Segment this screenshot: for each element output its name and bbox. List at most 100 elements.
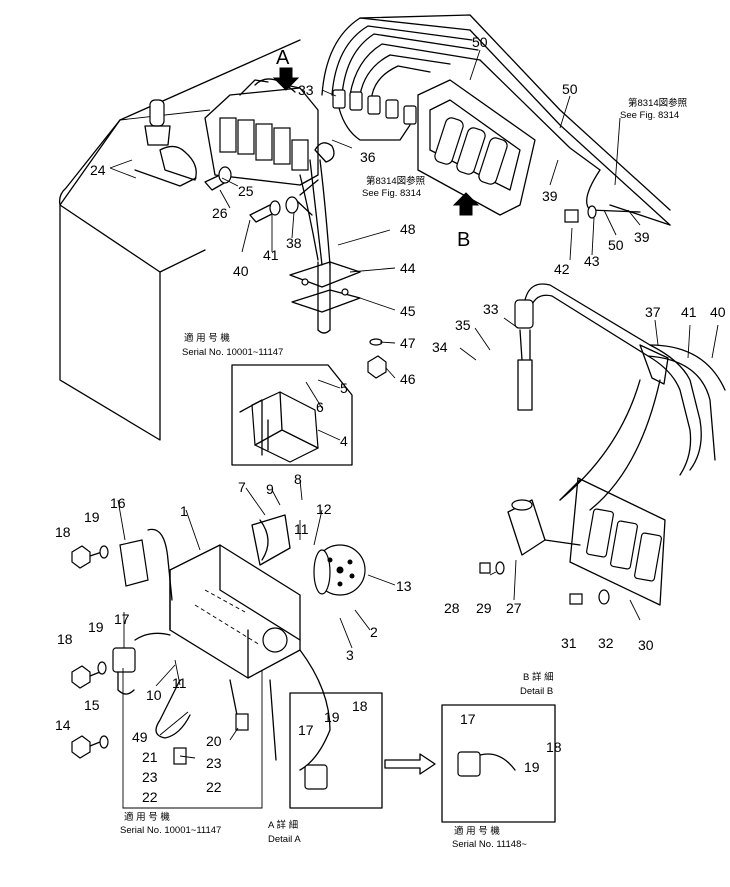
part-label: 8 xyxy=(294,471,302,487)
notes-text: 第8314図参照 See Fig. 8314 第8314図参照 See Fig.… xyxy=(120,97,688,850)
part-label: 32 xyxy=(598,635,614,651)
part-label: 50 xyxy=(608,237,624,253)
part-label: 47 xyxy=(400,335,416,351)
detail-a-en: Detail A xyxy=(268,834,301,845)
lamp-24 xyxy=(134,99,197,187)
part-label: 19 xyxy=(88,619,104,635)
part-label: 5 xyxy=(340,380,348,396)
part-label: 14 xyxy=(55,717,71,733)
detail-b-jp: B 詳 細 xyxy=(523,671,554,683)
part-label: 19 xyxy=(524,759,540,775)
detail-b-box xyxy=(441,704,556,823)
part-label: 22 xyxy=(142,789,158,805)
part-label: 40 xyxy=(233,263,249,279)
part-label: 42 xyxy=(554,261,570,277)
part-label: 18 xyxy=(57,631,73,647)
see-fig-right-jp: 第8314図参照 xyxy=(628,97,688,109)
part-label: 38 xyxy=(286,235,302,251)
bolts-right xyxy=(479,205,610,605)
part-label: 43 xyxy=(584,253,600,269)
bolts-left-side xyxy=(71,545,109,759)
part-label: 33 xyxy=(298,82,314,98)
part-label: 24 xyxy=(90,162,106,178)
part-label: 16 xyxy=(110,495,126,511)
fuse-panel-detail-b xyxy=(507,477,666,606)
part-label: 18 xyxy=(55,524,71,540)
detail-a-box xyxy=(122,668,383,809)
serial-b-jp: 適 用 号 機 xyxy=(454,825,500,837)
part-label: 17 xyxy=(298,722,314,738)
part-label: 11 xyxy=(294,521,309,537)
part-label: 46 xyxy=(400,371,416,387)
part-label: 11 xyxy=(172,675,187,691)
part-label: 49 xyxy=(132,729,148,745)
part-label: 19 xyxy=(84,509,100,525)
part-label: 17 xyxy=(460,711,476,727)
wire-harness-top xyxy=(299,14,671,266)
see-fig-left-jp: 第8314図参照 xyxy=(366,175,426,187)
part-label: 2 xyxy=(370,624,378,640)
serial-a-en: Serial No. 10001~11147 xyxy=(120,825,221,836)
part-label: 41 xyxy=(263,247,279,263)
part-label: 50 xyxy=(562,81,578,97)
relay-16 xyxy=(119,528,173,601)
detail-a-jp: A 詳 細 xyxy=(268,819,298,831)
view-label-a: A xyxy=(276,47,290,69)
part-label: 37 xyxy=(645,304,661,320)
part-label: 33 xyxy=(483,301,499,317)
leader-lines xyxy=(109,49,719,759)
part-label: 1 xyxy=(180,503,188,519)
detail-b-en: Detail B xyxy=(520,686,553,697)
part-label: 4 xyxy=(340,433,348,449)
serial-a-jp: 適 用 号 機 xyxy=(124,811,170,823)
bolts-left-group xyxy=(204,166,299,223)
part-label: 44 xyxy=(400,260,416,276)
part-label: 9 xyxy=(266,481,274,497)
part-label: 12 xyxy=(316,501,332,517)
part-label: 20 xyxy=(206,733,222,749)
see-fig-left-en: See Fig. 8314 xyxy=(362,188,421,199)
main-bracket-1 xyxy=(169,514,301,679)
part-label: 39 xyxy=(542,188,558,204)
part-label: 50 xyxy=(472,34,488,50)
relay-block xyxy=(204,78,319,186)
part-label: 15 xyxy=(84,697,100,713)
view-letters: A B xyxy=(276,47,470,251)
part-label: 30 xyxy=(638,637,654,653)
part-label: 41 xyxy=(681,304,697,320)
bolt-46 xyxy=(367,338,387,379)
part-label: 18 xyxy=(352,698,368,714)
horn-13 xyxy=(313,544,366,596)
detail-arrow xyxy=(384,753,436,775)
serial-top-jp: 適 用 号 機 xyxy=(184,332,230,344)
cable-clamp-36 xyxy=(295,142,335,216)
part-label: 31 xyxy=(561,635,577,651)
fuse-panel-top xyxy=(417,79,536,216)
part-label: 26 xyxy=(212,205,228,221)
part-label: 10 xyxy=(146,687,162,703)
view-arrows xyxy=(272,67,480,216)
part-label: 17 xyxy=(114,611,130,627)
part-label: 3 xyxy=(346,647,354,663)
part-label: 21 xyxy=(142,749,158,765)
part-label: 13 xyxy=(396,578,412,594)
relay-17-left xyxy=(112,632,171,695)
part-label: 39 xyxy=(634,229,650,245)
part-label: 40 xyxy=(710,304,726,320)
part-label: 18 xyxy=(546,739,562,755)
part-label: 28 xyxy=(444,600,460,616)
part-label: 29 xyxy=(476,600,492,616)
part-number-labels: 24 25 26 40 41 38 33 36 50 50 39 39 50 4… xyxy=(55,34,726,805)
connector-row xyxy=(332,89,417,141)
part-label: 23 xyxy=(142,769,158,785)
part-label: 35 xyxy=(455,317,471,333)
part-label: 34 xyxy=(432,339,448,355)
harness-lower xyxy=(155,649,331,771)
part-label: 6 xyxy=(316,399,324,415)
part-label: 23 xyxy=(206,755,222,771)
part-label: 25 xyxy=(238,183,254,199)
see-fig-right-en: See Fig. 8314 xyxy=(620,110,679,121)
part-label: 22 xyxy=(206,779,222,795)
